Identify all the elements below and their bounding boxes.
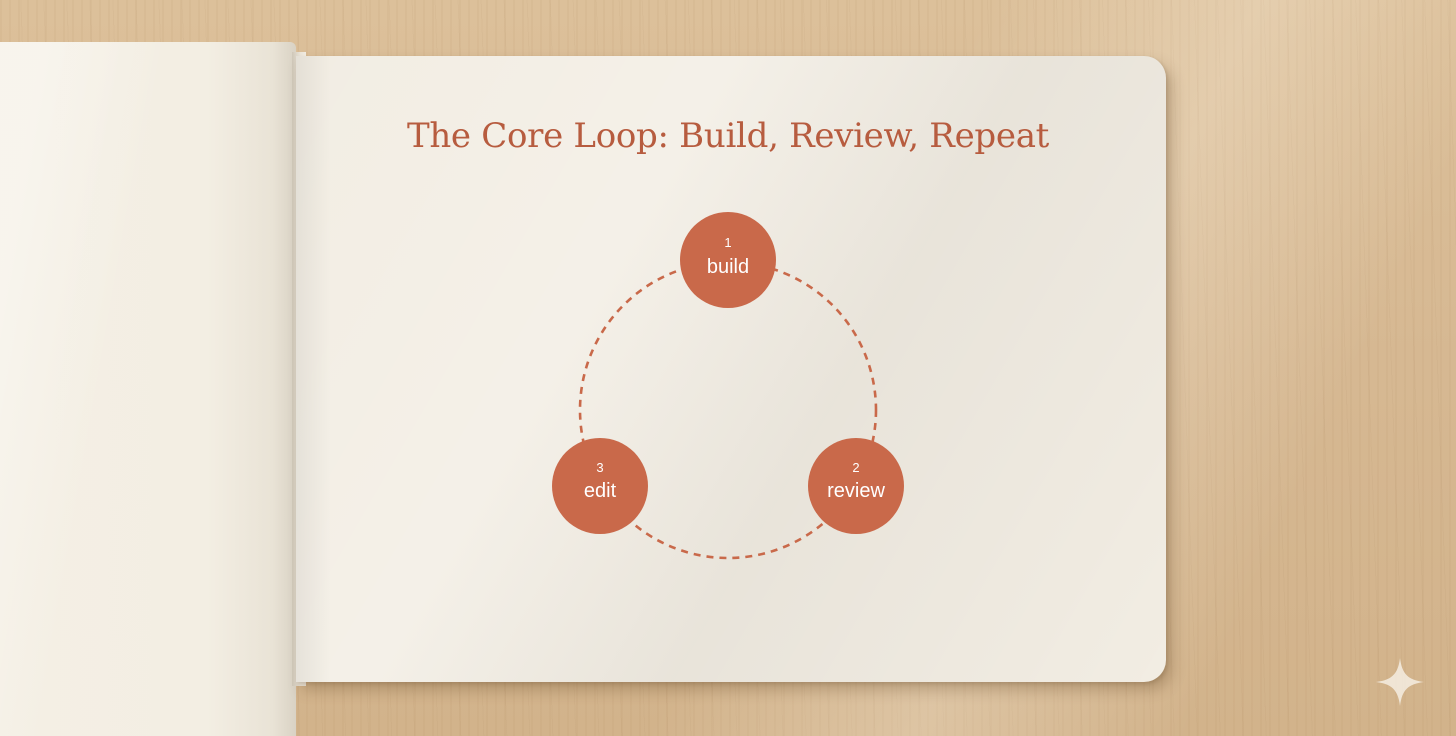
page-title: The Core Loop: Build, Review, Repeat <box>406 116 1050 156</box>
loop-ring <box>578 260 878 560</box>
node-circle <box>552 438 648 534</box>
node-circle <box>680 212 776 308</box>
loop-node-edit: 3 edit <box>552 438 648 534</box>
node-circle <box>808 438 904 534</box>
sparkle-icon <box>1376 658 1424 706</box>
node-label: build <box>707 256 749 278</box>
left-page <box>0 42 296 736</box>
node-label: review <box>827 480 885 502</box>
loop-node-review: 2 review <box>808 438 904 534</box>
node-number: 2 <box>852 460 859 475</box>
node-number: 3 <box>596 460 603 475</box>
node-label: edit <box>584 480 617 502</box>
node-number: 1 <box>724 235 731 250</box>
loop-node-build: 1 build <box>680 212 776 308</box>
